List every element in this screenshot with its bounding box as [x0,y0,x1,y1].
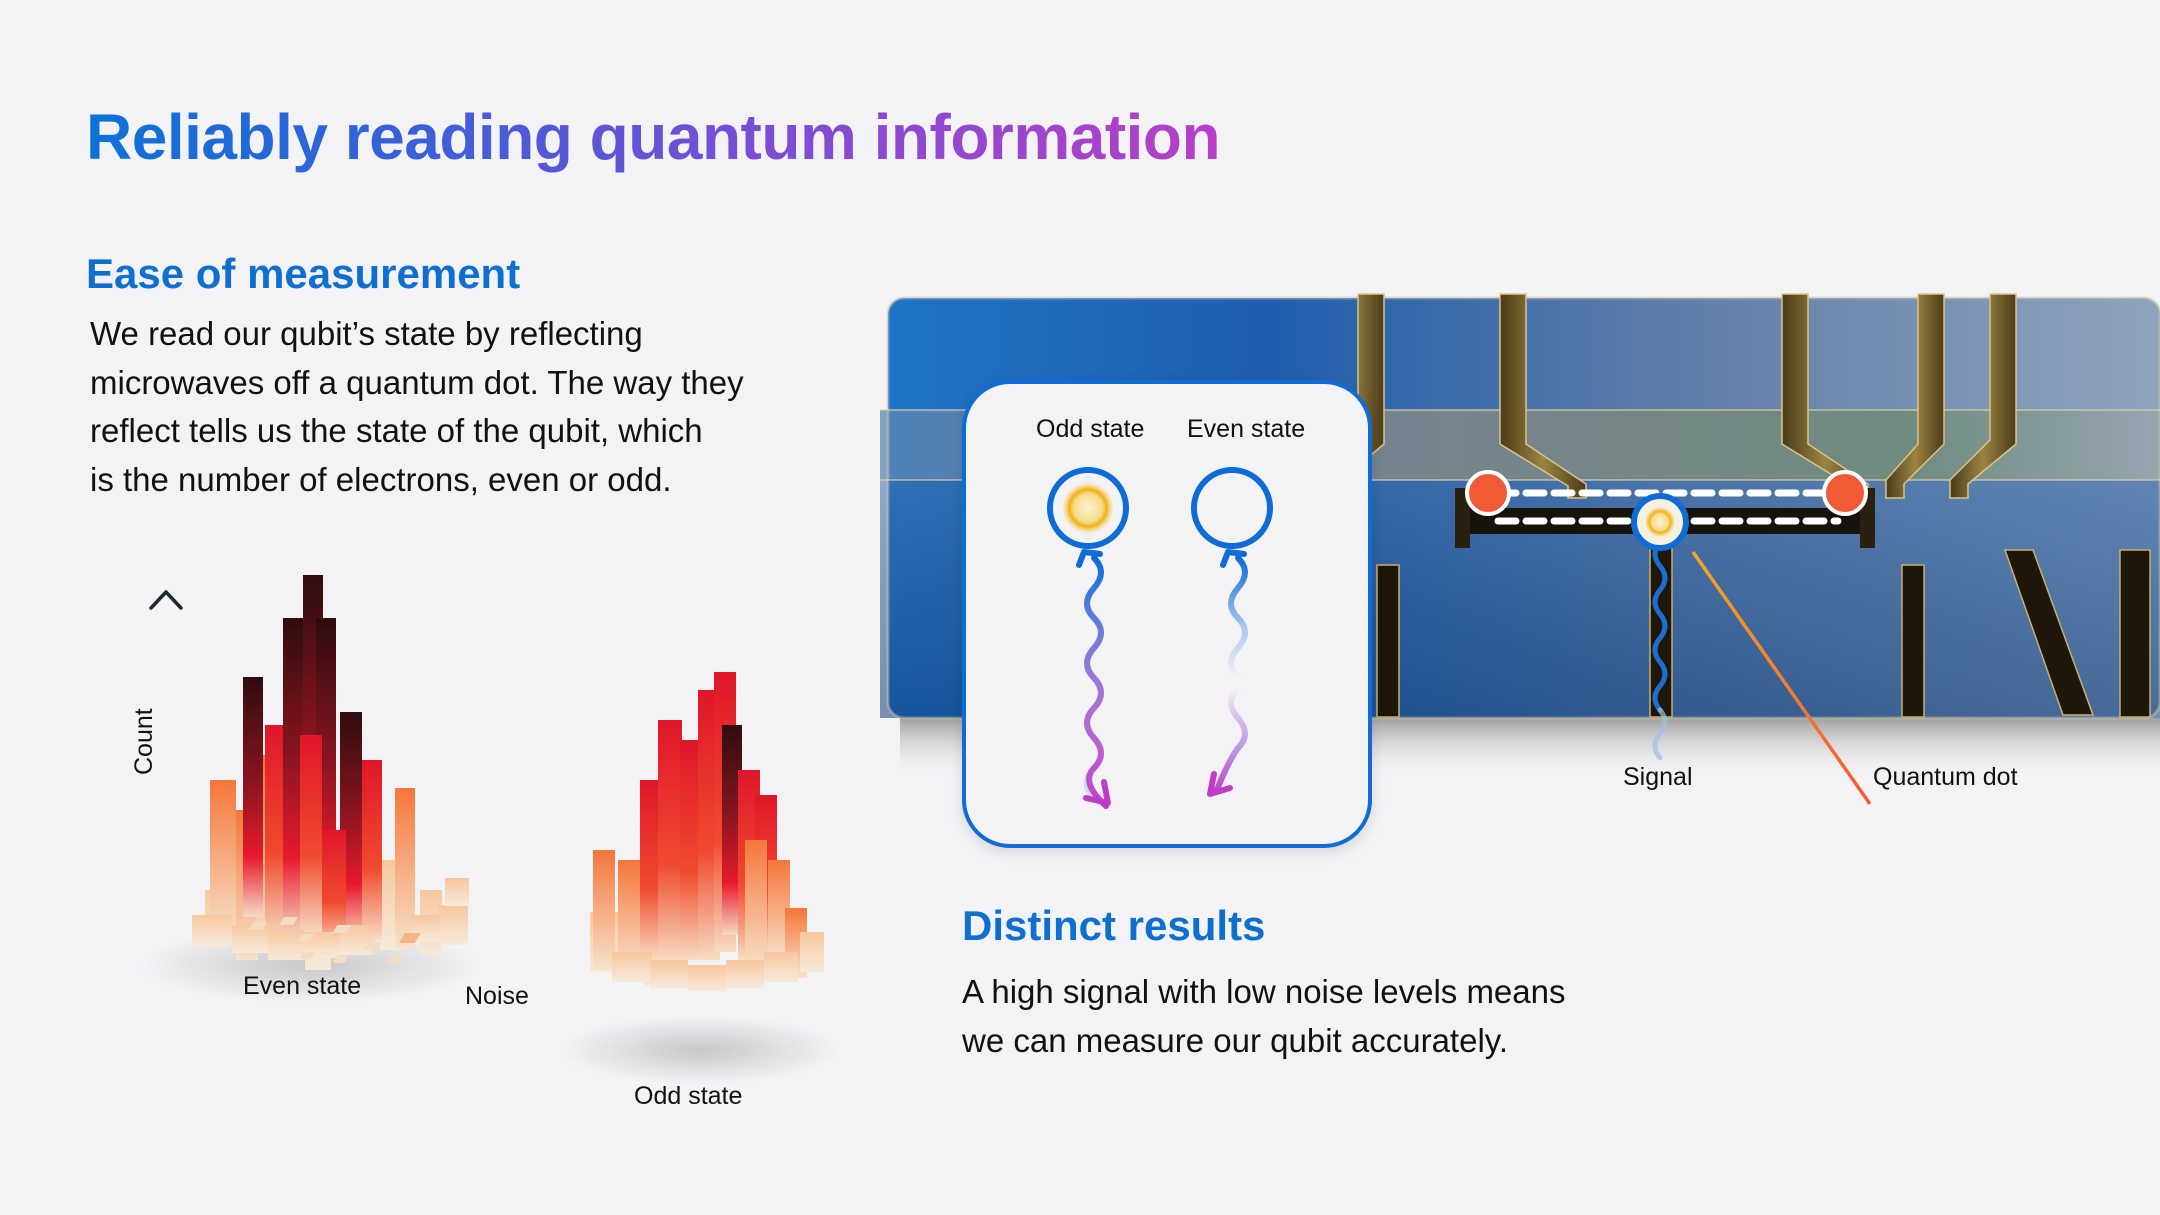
quantum-dot-label: Quantum dot [1873,763,2018,791]
even-reflected-wave [1213,685,1248,795]
distinct-results-body: A high signal with low noise levels mean… [962,968,1566,1065]
body-line: reflect tells us the state of the qubit,… [90,412,703,449]
histogram-illustration: Count Even state Noise Odd state [0,560,900,1120]
inset-even-state-label: Even state [1187,415,1306,443]
state-reflection-inset [962,380,1372,848]
body-line: microwaves off a quantum dot. The way th… [90,363,744,401]
ease-of-measurement-heading: Ease of measurement [86,250,521,297]
lower-electrodes [1376,534,2151,718]
body-line: is the number of electrons, even or odd. [90,460,672,498]
arrow-down-icon [1207,771,1233,797]
page-title: Reliably reading quantum information [86,101,1221,173]
majorana-left-dot [1465,470,1511,516]
odd-reflected-wave [1084,585,1109,809]
even-state-label: Even state [243,972,362,1000]
noise-label: Noise [465,982,529,1010]
histogram-graphic [140,575,840,1084]
inset-graphic [1047,467,1273,809]
noise-squares [248,917,421,963]
even-incoming-wave [1228,555,1248,681]
odd-state-histogram [590,672,824,991]
electron-glow-icon [1062,482,1114,534]
inset-odd-state-label: Odd state [1036,415,1145,443]
signal-label: Signal [1623,763,1693,791]
even-state-histogram [192,575,469,970]
majorana-right-dot [1822,470,1868,516]
even-state-circle [1191,467,1273,549]
distinct-results-heading: Distinct results [962,902,1266,949]
body-line: we can measure our qubit accurately. [962,1021,1508,1059]
odd-state-label: Odd state [634,1082,743,1110]
count-axis-label: Count [130,708,158,775]
body-line: We read our qubit’s state by reflecting [90,315,643,352]
ease-of-measurement-body: We read our qubit’s state by reflecting … [90,310,744,504]
arrow-head-icon [149,590,183,610]
body-line: A high signal with low noise levels mean… [962,973,1566,1010]
arrow-down-icon [1083,779,1111,806]
